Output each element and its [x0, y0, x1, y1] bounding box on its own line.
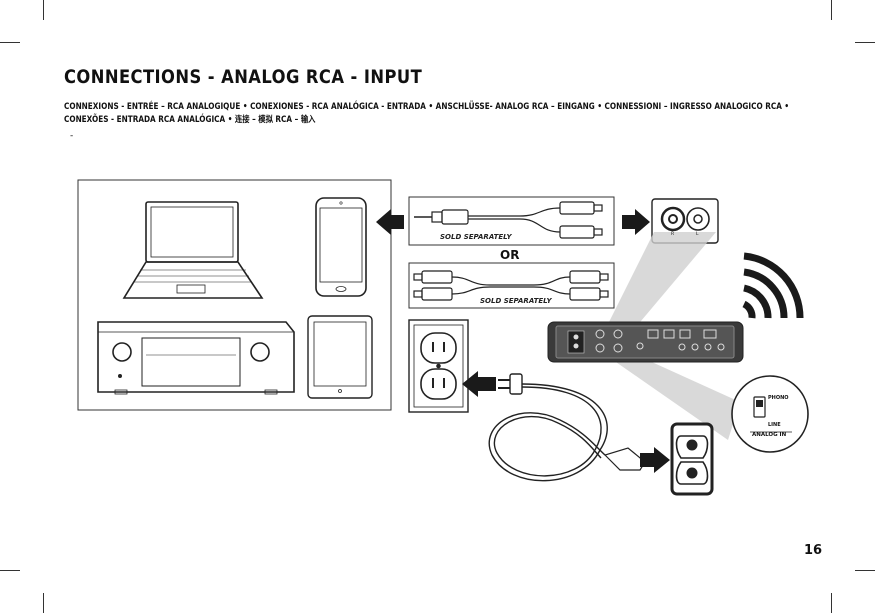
cable-b-label: SOLD SEPARATELY: [480, 297, 552, 305]
smartphone-icon: [315, 197, 367, 297]
tablet-icon: [307, 315, 373, 399]
crop-mark: [0, 570, 20, 571]
av-receiver-icon: [97, 321, 295, 395]
wifi-icon: [742, 252, 804, 319]
crop-mark: [0, 42, 20, 43]
arrow-left-icon: [462, 371, 496, 397]
jack-r-label: R: [671, 232, 675, 237]
page-subtitle: CONNEXIONS - ENTRÉE – RCA ANALOGIQUE • C…: [64, 102, 790, 125]
power-plug-icon: [488, 373, 646, 482]
cable-a-label: SOLD SEPARATELY: [440, 233, 512, 241]
arrow-right-icon: [622, 209, 650, 235]
jack-l-label: L: [696, 232, 699, 237]
crop-mark: [831, 593, 832, 613]
crop-mark: [831, 0, 832, 20]
device-back-panel: [547, 321, 744, 363]
or-label: OR: [500, 248, 520, 262]
crop-mark: [855, 570, 875, 571]
crop-mark: [855, 42, 875, 43]
zoom-beam: [600, 232, 716, 340]
crop-mark: [43, 0, 44, 20]
cable-a-frame: [408, 196, 615, 246]
switch-line-label: LINE: [768, 422, 781, 428]
page-number: 16: [804, 543, 823, 558]
aux-to-rca-cable: [414, 201, 603, 239]
arrow-left-icon: [376, 209, 404, 235]
switch-analog-in-label: ANALOG IN: [752, 432, 787, 438]
switch-phono-label: PHONO: [768, 395, 789, 401]
cable-b-frame: [408, 262, 615, 309]
arrow-right-icon: [640, 447, 670, 473]
phono-line-switch: [731, 375, 809, 453]
dash-mark: -: [70, 131, 74, 141]
source-devices-frame: [77, 179, 392, 411]
iec-socket-icon: [670, 422, 714, 496]
page-title: CONNECTIONS - ANALOG RCA - INPUT: [64, 66, 423, 88]
zoom-beam: [590, 344, 740, 440]
wall-outlet-icon: [408, 319, 469, 413]
crop-mark: [43, 593, 44, 613]
rca-to-rca-cable: [413, 270, 609, 301]
laptop-icon: [122, 201, 264, 299]
